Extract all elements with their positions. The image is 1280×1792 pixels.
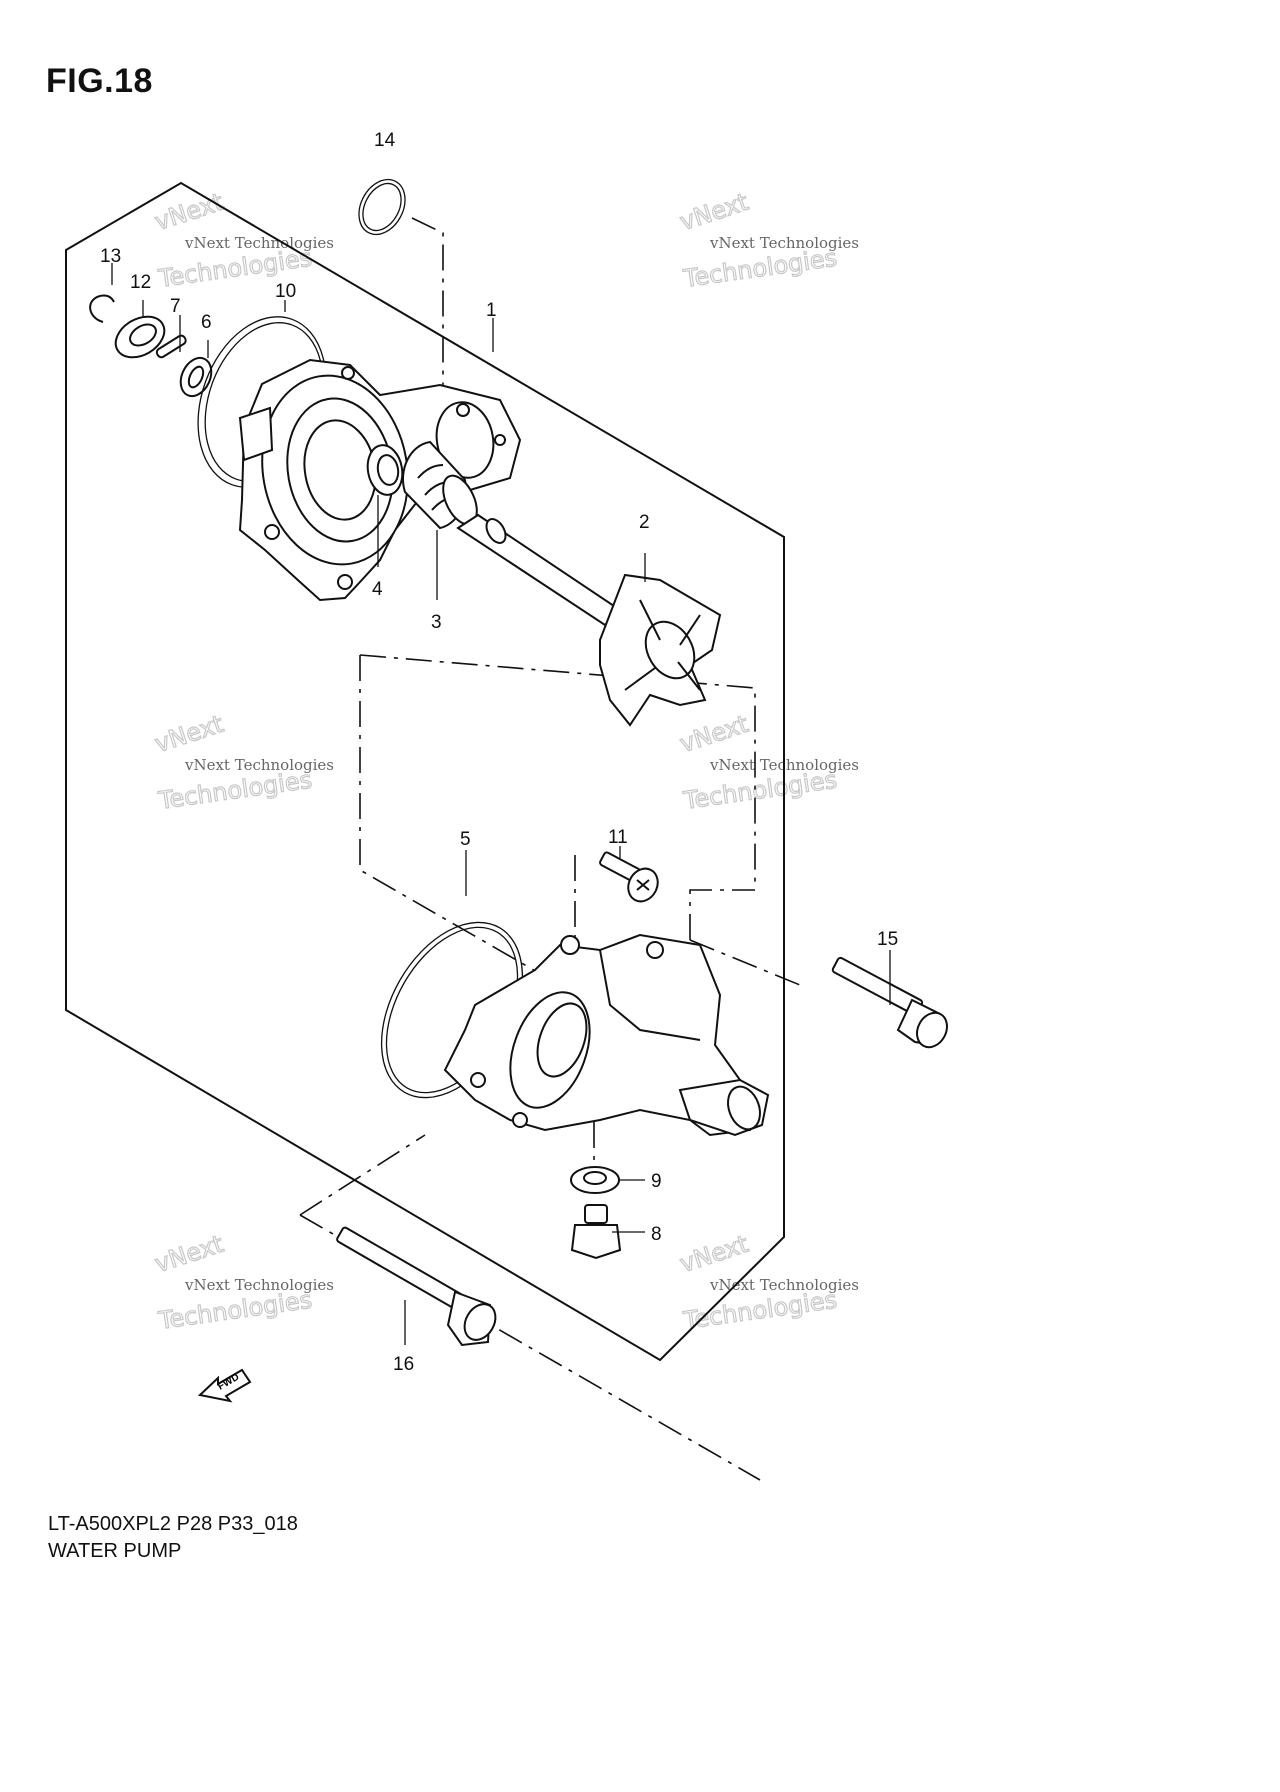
callout-11: 11 xyxy=(608,827,628,848)
watermark-text-2: vNext xyxy=(151,1230,226,1278)
pin-7 xyxy=(155,334,187,359)
watermark-text-1: vNext Technologies xyxy=(709,234,859,252)
watermark-bottom-right: vNext vNext Technologies Technologies xyxy=(676,1229,859,1335)
watermark-text-1: vNext Technologies xyxy=(184,756,334,774)
bolt-15 xyxy=(831,956,948,1049)
callout-16: 16 xyxy=(393,1354,414,1375)
watermark-text-2: vNext xyxy=(151,188,226,236)
callout-3: 3 xyxy=(431,612,442,633)
watermark-text-1: vNext Technologies xyxy=(184,1276,334,1294)
callout-14: 14 xyxy=(374,130,396,151)
callout-leaders xyxy=(111,263,891,1345)
callout-5: 5 xyxy=(460,829,471,850)
watermark-group: vNext vNext Technologies Technologies vN… xyxy=(151,187,859,1335)
cover-dashed-frame xyxy=(299,654,761,1481)
mechanical-seal-3 xyxy=(402,440,478,530)
seal-washer-12 xyxy=(114,315,166,359)
watermark-mid-right: vNext vNext Technologies Technologies xyxy=(676,709,859,815)
watermark-bottom-left: vNext vNext Technologies Technologies xyxy=(151,1229,334,1335)
callout-10: 10 xyxy=(275,281,296,302)
callout-6: 6 xyxy=(201,312,212,333)
figure-title: FIG.18 xyxy=(46,62,153,100)
callout-labels: 13 12 7 6 10 14 1 2 4 3 5 11 15 9 8 16 xyxy=(100,130,898,1375)
callout-1: 1 xyxy=(486,300,497,321)
bolt-11 xyxy=(599,851,659,903)
drain-bolt-8 xyxy=(570,1204,622,1260)
watermark-text-2: vNext xyxy=(151,710,226,758)
bolt-16 xyxy=(336,1226,497,1347)
callout-2: 2 xyxy=(639,512,650,533)
oring-14 xyxy=(358,178,406,236)
assembly-frame xyxy=(65,181,785,1362)
washer-6 xyxy=(179,356,213,398)
watermark-text-1: vNext Technologies xyxy=(709,1276,859,1294)
watermark-text-2: vNext xyxy=(676,1230,751,1278)
callout-15: 15 xyxy=(877,929,898,950)
watermark-top-left: vNext vNext Technologies Technologies xyxy=(151,187,334,293)
callout-13: 13 xyxy=(100,246,121,267)
impeller-shaft-2 xyxy=(456,513,722,727)
oring-14-dashed-line xyxy=(411,217,444,415)
watermark-text-2: vNext xyxy=(676,188,751,236)
watermark-mid-left: vNext vNext Technologies Technologies xyxy=(151,709,334,815)
callout-9: 9 xyxy=(651,1171,662,1192)
figure-caption: WATER PUMP xyxy=(48,1540,182,1562)
circlip-13 xyxy=(89,294,115,323)
watermark-text-1: vNext Technologies xyxy=(184,234,334,252)
pump-cover xyxy=(443,933,770,1137)
callout-7: 7 xyxy=(170,296,181,317)
watermark-text-2: vNext xyxy=(676,710,751,758)
watermark-top-right: vNext vNext Technologies Technologies xyxy=(676,187,859,293)
washer-9 xyxy=(570,1166,620,1194)
callout-4: 4 xyxy=(372,579,383,600)
callout-12: 12 xyxy=(130,272,151,293)
callout-8: 8 xyxy=(651,1224,662,1245)
oil-seal-4 xyxy=(366,444,404,496)
bolt-15-dashed-line xyxy=(689,939,801,986)
model-code: LT-A500XPL2 P28 P33_018 xyxy=(48,1513,298,1535)
fwd-arrow-icon: FWD xyxy=(197,1368,252,1403)
